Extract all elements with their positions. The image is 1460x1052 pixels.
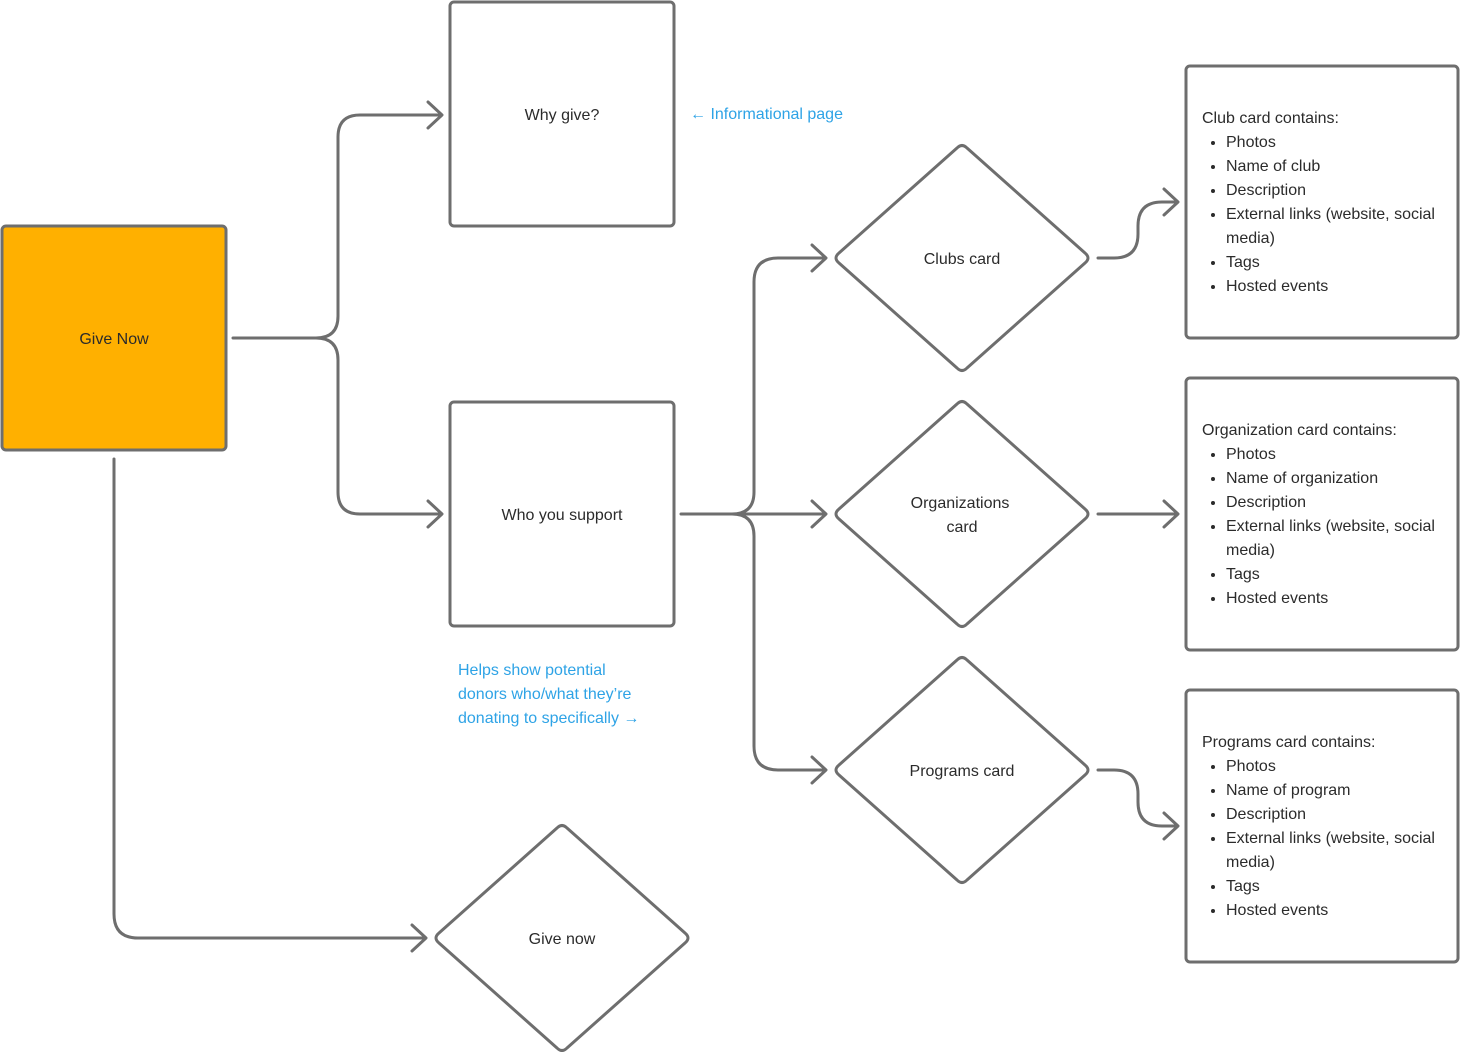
club-card-item: Description <box>1226 179 1447 203</box>
programs-card-item: Hosted events <box>1226 899 1447 923</box>
programs-card-title: Programs card contains: <box>1202 734 1376 751</box>
arrowhead-why-give <box>426 100 444 130</box>
arrowhead-give-now-decision <box>410 923 428 953</box>
programs-card-box <box>1184 688 1460 964</box>
programs-card-item: Description <box>1226 803 1447 827</box>
club-card-item: Tags <box>1226 251 1447 275</box>
programs-card-item: External links (website, social media) <box>1226 827 1447 875</box>
organization-card-item: Photos <box>1226 443 1447 467</box>
club-card-list: Photos Name of club Description External… <box>1202 131 1447 299</box>
clubs-card-diamond <box>834 144 1090 372</box>
programs-card-item: Name of program <box>1226 779 1447 803</box>
organizations-card-label-line2: card <box>946 519 977 536</box>
helps-show-note: Helps show potential donors who/what the… <box>458 662 640 727</box>
give-now-primary-label: Give Now <box>79 331 149 348</box>
programs-card-item: Photos <box>1226 755 1447 779</box>
organization-card-item: Tags <box>1226 563 1447 587</box>
organizations-card-diamond <box>834 400 1090 628</box>
arrowhead-clubs <box>810 243 828 273</box>
arrowhead-organization-card <box>1162 499 1180 529</box>
connector-programs-to-programs-card <box>1096 768 1178 828</box>
club-card-item: Name of club <box>1226 155 1447 179</box>
organizations-card-label-line1: Organizations <box>911 495 1010 512</box>
clubs-card-label: Clubs card <box>924 251 1000 268</box>
organization-card-item: Hosted events <box>1226 587 1447 611</box>
programs-card-item: Tags <box>1226 875 1447 899</box>
organization-card-item: Description <box>1226 491 1447 515</box>
organization-card-list: Photos Name of organization Description … <box>1202 443 1447 611</box>
arrowhead-programs-card <box>1162 811 1180 841</box>
connector-give-now-to-give-now-decision <box>112 457 426 940</box>
who-you-support-box <box>448 400 676 628</box>
organization-card-item: Name of organization <box>1226 467 1447 491</box>
organization-card-item: External links (website, social media) <box>1226 515 1447 563</box>
informational-page-note: ← Informational page <box>690 106 843 123</box>
connector-clubs-to-club-card <box>1096 200 1178 260</box>
give-now-decision-label: Give now <box>529 931 596 948</box>
arrowhead-organizations <box>810 499 828 529</box>
organization-card-content: Organization card contains: Photos Name … <box>1202 419 1447 611</box>
club-card-item: External links (website, social media) <box>1226 203 1447 251</box>
connector-give-now-to-who-you-support <box>314 336 442 516</box>
give-now-primary-box[interactable] <box>0 224 228 452</box>
organization-card-title: Organization card contains: <box>1202 422 1397 439</box>
connector-give-now-to-why-give <box>231 113 442 340</box>
club-card-item: Hosted events <box>1226 275 1447 299</box>
why-give-box <box>448 0 676 228</box>
arrowhead-programs <box>810 755 828 785</box>
club-card-title: Club card contains: <box>1202 110 1339 127</box>
arrowhead-who-you-support <box>426 499 444 529</box>
programs-card-label: Programs card <box>910 763 1015 780</box>
who-you-support-label: Who you support <box>502 507 624 524</box>
organization-card-box <box>1184 376 1460 652</box>
connector-who-to-programs <box>730 512 827 772</box>
why-give-label: Why give? <box>525 107 600 124</box>
club-card-content: Club card contains: Photos Name of club … <box>1202 107 1447 299</box>
give-now-diamond <box>434 824 690 1052</box>
programs-card-list: Photos Name of program Description Exter… <box>1202 755 1447 923</box>
club-card-box <box>1184 64 1460 340</box>
club-card-item: Photos <box>1226 131 1447 155</box>
programs-card-content: Programs card contains: Photos Name of p… <box>1202 731 1447 923</box>
connector-who-to-clubs <box>679 256 827 516</box>
programs-card-diamond <box>834 656 1090 884</box>
arrowhead-club-card <box>1162 187 1180 217</box>
